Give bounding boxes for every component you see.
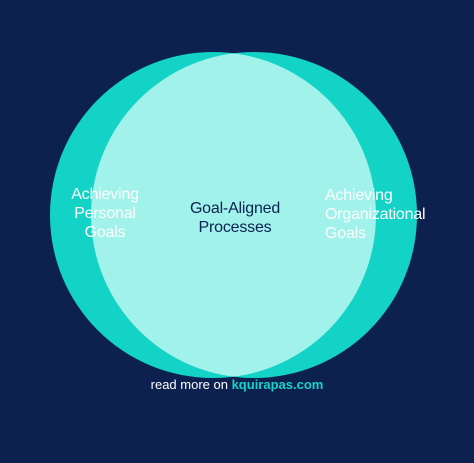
brand-link[interactable]: kquirapas.com: [231, 377, 324, 392]
intersection-region: [91, 52, 376, 378]
left-label-line-3: Goals: [84, 224, 126, 241]
intersection-label: Goal-Aligned Processes: [170, 199, 300, 237]
right-circle-label: Achieving Organizational Goals: [325, 186, 445, 243]
left-circle-label: Achieving Personal Goals: [50, 185, 160, 242]
right-label-line-2: Organizational: [325, 206, 426, 223]
center-label-line-2: Processes: [198, 219, 272, 236]
left-label-line-1: Achieving: [71, 186, 139, 203]
footer-credit: read more on kquirapas.com: [0, 377, 474, 392]
left-label-line-2: Personal: [74, 205, 136, 222]
right-label-line-3: Goals: [325, 225, 366, 242]
footer-prefix: read more on: [150, 377, 232, 392]
right-label-line-1: Achieving: [325, 187, 393, 204]
center-label-line-1: Goal-Aligned: [189, 200, 281, 217]
